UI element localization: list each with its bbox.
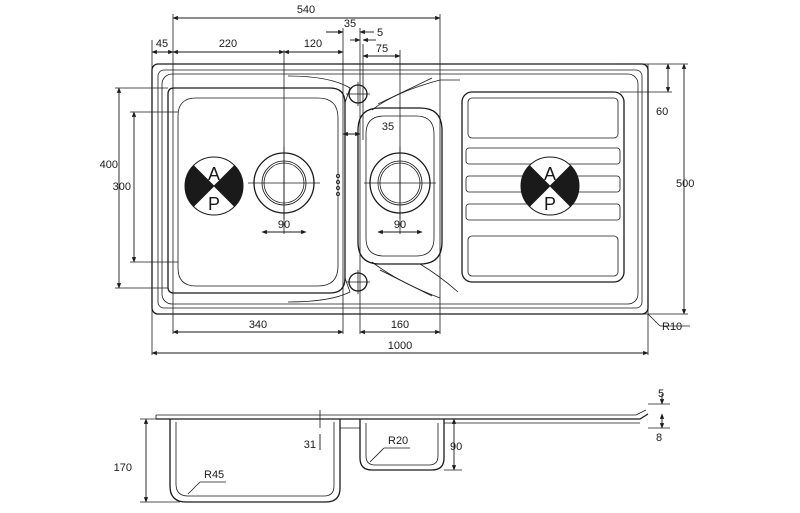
dim-waste-gap: 120 (304, 38, 322, 50)
dim-divider-small: 5 (377, 27, 383, 39)
dimension-labels-side: 400 300 500 60 R10 (100, 106, 695, 333)
dim-section-small-depth: 90 (450, 441, 462, 453)
dim-small-waste: 90 (394, 219, 406, 231)
dim-small-bowl-width: 160 (391, 319, 409, 331)
dim-corner-radius: R10 (662, 321, 682, 333)
section-main-bowl (169, 419, 341, 503)
logo-left-bottom-letter: P (208, 194, 220, 214)
dim-main-bowl-width: 340 (249, 319, 267, 331)
dim-section-main-depth: 170 (114, 462, 132, 474)
dim-divider: 35 (344, 18, 356, 30)
drainer (461, 91, 625, 283)
dim-overall-depth: 500 (676, 178, 694, 190)
extension-lines (115, 14, 688, 355)
dim-drainer-offset: 60 (656, 106, 668, 118)
top-view: A P A P (100, 4, 695, 356)
dim-section-main-radius: R45 (204, 469, 224, 481)
logo-right: A P (520, 156, 580, 216)
dim-waste-offset: 220 (219, 38, 237, 50)
logo-left-top-letter: A (208, 164, 220, 184)
section-small-bowl (359, 419, 445, 471)
dim-offset-left: 45 (156, 38, 168, 50)
overflow-slots (335, 173, 340, 196)
dim-section-small-radius: R20 (388, 435, 408, 447)
dim-main-bowl-inner-depth: 300 (113, 181, 131, 193)
dimension-lines-top (151, 15, 649, 356)
logo-right-bottom-letter: P (544, 194, 556, 214)
dimension-labels-top: 1000 540 45 220 120 35 5 75 35 90 90 340… (156, 4, 412, 352)
dim-section-rim-bottom: 8 (656, 432, 662, 444)
section-view: 170 90 R20 R45 31 5 8 (114, 388, 670, 503)
logo-right-top-letter: A (544, 164, 556, 184)
dim-main-bowl-depth: 400 (100, 159, 118, 171)
dim-main-waste: 90 (278, 219, 290, 231)
dim-main-section: 540 (297, 4, 315, 16)
logo-left: A P (184, 156, 244, 216)
dim-overall-width: 1000 (388, 340, 412, 352)
dim-small-offset: 75 (376, 43, 388, 55)
dim-small-bowl-gap: 35 (382, 121, 394, 133)
dim-section-rim-top: 5 (658, 388, 664, 400)
dim-section-rim-gap: 31 (304, 439, 316, 451)
dimension-lines-side (116, 63, 690, 327)
